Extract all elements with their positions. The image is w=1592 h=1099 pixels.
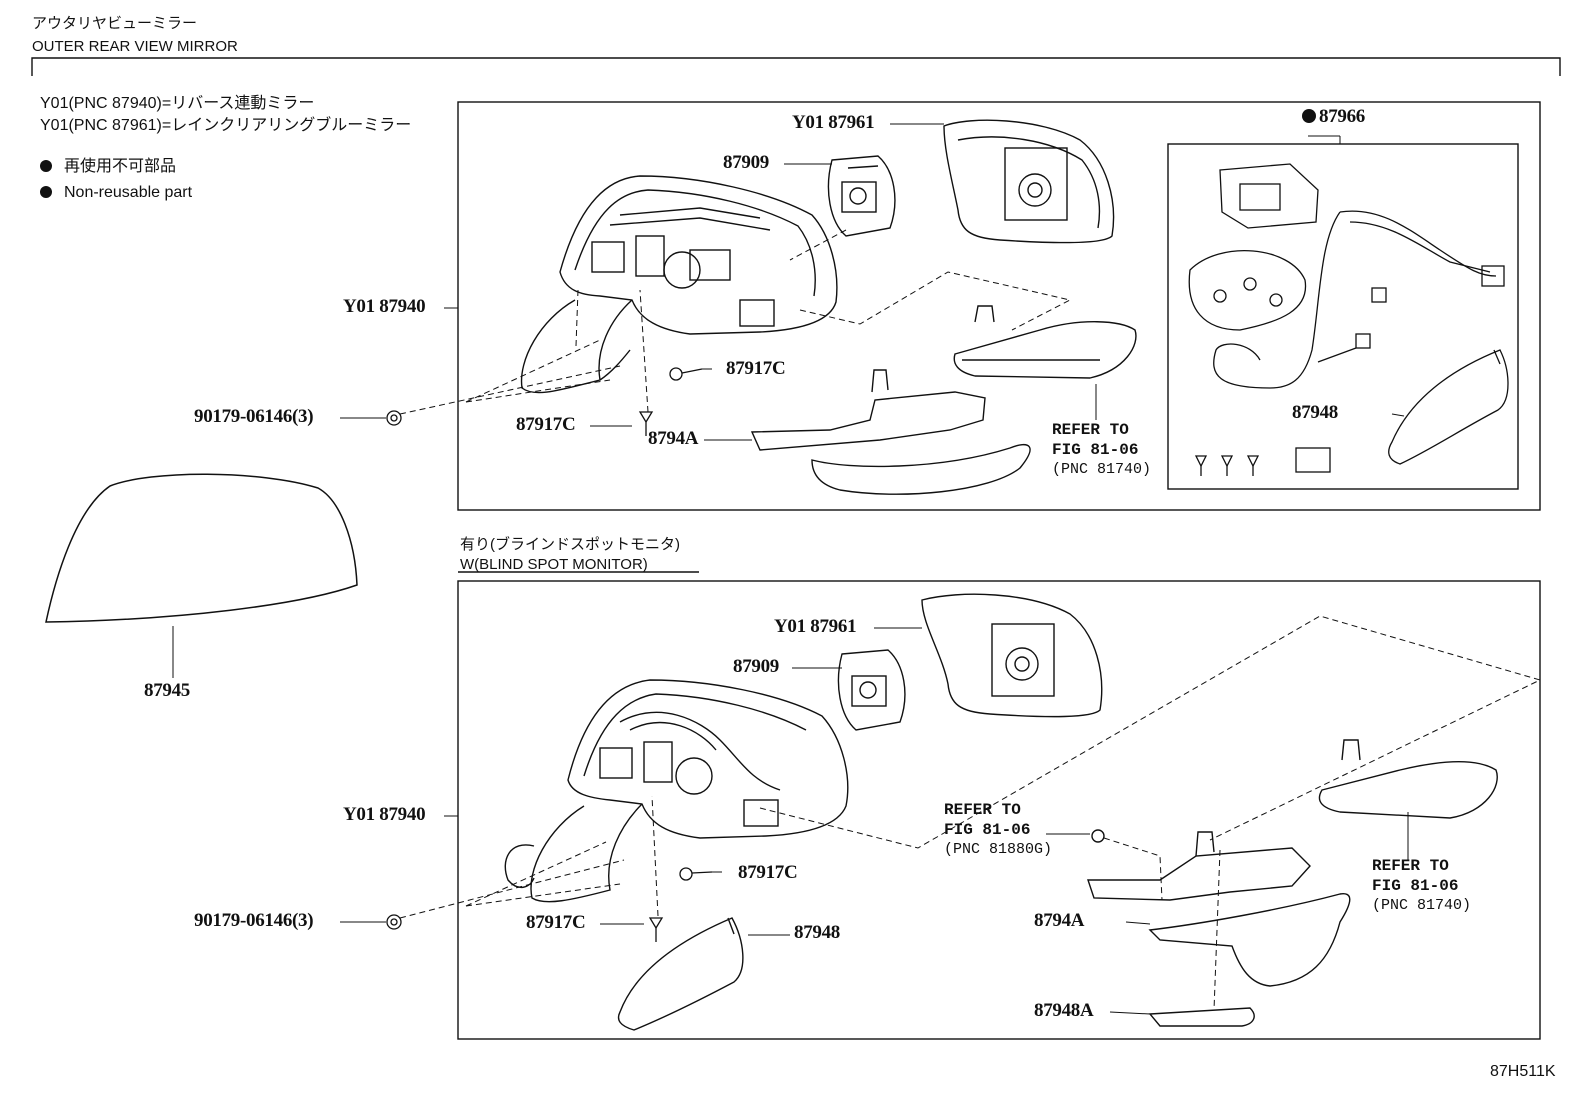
label-87909-lower[interactable]: 87909 (733, 656, 780, 677)
label-y01-87940[interactable]: Y01 87940 (343, 296, 426, 317)
label-87917c-a-lower[interactable]: 87917C (738, 862, 798, 883)
non-reusable-bullet-icon (1302, 109, 1316, 123)
label-y01-87961-lower[interactable]: Y01 87961 (774, 616, 857, 637)
legend-non-reusable-en: Non-reusable part (40, 183, 192, 203)
label-87966-text: 87966 (1319, 106, 1366, 127)
refer-b-line2: FIG 81-06 (1372, 877, 1459, 895)
actuator-87909-lower-icon (837, 649, 906, 731)
refer-line1: REFER TO (1052, 421, 1129, 439)
screw-icon (386, 367, 703, 436)
actuator-87909-icon (827, 155, 896, 237)
title-jp: アウタリヤビューミラー (32, 15, 198, 32)
refer-a-line1: REFER TO (944, 801, 1021, 819)
refer-line3: (PNC 81740) (1052, 461, 1152, 478)
turn-signal-8794a-icon (750, 369, 1031, 495)
refer-note-upper[interactable]: REFER TO FIG 81-06 (PNC 81740) (1052, 420, 1151, 480)
bullet-icon (40, 160, 52, 172)
label-y01-87940-lower[interactable]: Y01 87940 (343, 804, 426, 825)
refer-b-line1: REFER TO (1372, 857, 1449, 875)
kit-87966-parts-icon (1188, 163, 1509, 476)
upper-panel-frame (457, 101, 1541, 511)
mirror-glass-87945-icon (45, 473, 358, 678)
turn-signal-cover-icon (953, 305, 1137, 379)
label-87966[interactable]: 87966 (1302, 106, 1365, 128)
label-87917c-a[interactable]: 87917C (726, 358, 786, 379)
note-y01-87940: Y01(PNC 87940)=リバース連動ミラー (40, 95, 315, 112)
screw-lower-icon (386, 867, 713, 942)
kit-87966-frame (1167, 143, 1519, 490)
label-y01-87961[interactable]: Y01 87961 (792, 112, 875, 133)
header-bracket (31, 57, 1561, 76)
label-87948a[interactable]: 87948A (1034, 1000, 1094, 1021)
cover-87948-lower-icon (617, 917, 744, 1031)
label-90179-lower[interactable]: 90179-06146(3) (194, 910, 314, 931)
legend-non-reusable-jp: 再使用不可部品 (40, 157, 176, 177)
label-90179[interactable]: 90179-06146(3) (194, 406, 314, 427)
refer-b-line3: (PNC 81740) (1372, 897, 1472, 914)
legend-text-jp: 再使用不可部品 (64, 158, 177, 175)
label-87948-lower[interactable]: 87948 (794, 922, 841, 943)
label-8794a-lower[interactable]: 8794A (1034, 910, 1085, 931)
upper-mirror-assembly-icon (520, 175, 838, 394)
note-y01-87961: Y01(PNC 87961)=レインクリアリングブルーミラー (40, 117, 412, 134)
label-87917c-b[interactable]: 87917C (516, 414, 576, 435)
lower-panel-frame (457, 580, 1541, 1040)
refer-a-line3: (PNC 81880G) (944, 841, 1053, 858)
label-87945[interactable]: 87945 (144, 680, 191, 701)
label-87948[interactable]: 87948 (1292, 402, 1339, 423)
bullet-icon (40, 186, 52, 198)
bsm-heading-en: W(BLIND SPOT MONITOR) (460, 556, 648, 573)
bsm-heading-jp: 有り(ブラインドスポットモニタ) (460, 536, 680, 553)
label-8794a[interactable]: 8794A (648, 428, 699, 449)
mirror-glass-87961-lower-icon (921, 593, 1103, 718)
lower-mirror-assembly-icon (504, 679, 849, 903)
bsm-housing-icon (1087, 739, 1498, 1027)
label-87917c-b-lower[interactable]: 87917C (526, 912, 586, 933)
title-en: OUTER REAR VIEW MIRROR (32, 38, 238, 55)
mirror-glass-87961-icon (943, 119, 1115, 244)
refer-line2: FIG 81-06 (1052, 441, 1139, 459)
legend-text-en: Non-reusable part (64, 184, 193, 201)
refer-a-line2: FIG 81-06 (944, 821, 1031, 839)
refer-note-lower-b[interactable]: REFER TO FIG 81-06 (PNC 81740) (1372, 856, 1471, 916)
label-87909[interactable]: 87909 (723, 152, 770, 173)
refer-note-lower-a[interactable]: REFER TO FIG 81-06 (PNC 81880G) (944, 800, 1052, 860)
figure-code: 87H511K (1490, 1063, 1556, 1080)
